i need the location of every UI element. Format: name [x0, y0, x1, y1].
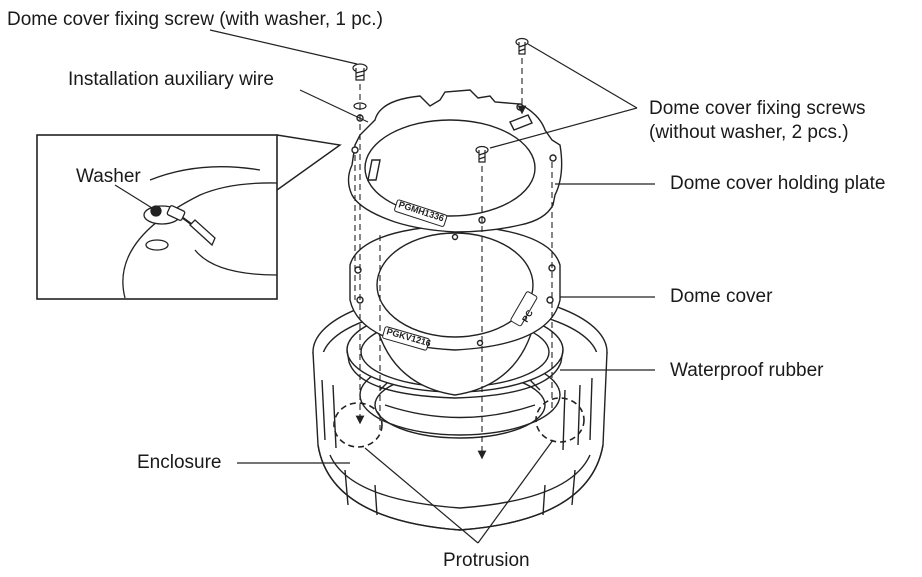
screw-without-washer-center — [475, 145, 489, 163]
protrusion-markers — [333, 397, 585, 448]
label-protrusion: Protrusion — [443, 550, 530, 571]
dome-cover-drawing — [349, 224, 561, 396]
leader-lines — [114, 29, 655, 544]
label-enclosure: Enclosure — [137, 452, 222, 473]
label-washer: Washer — [76, 166, 141, 187]
label-dome-cover-fixing-screws: Dome cover fixing screws — [649, 98, 866, 119]
screw-with-washer — [352, 63, 368, 110]
washer-detail-inset — [36, 134, 342, 300]
label-installation-auxiliary-wire: Installation auxiliary wire — [68, 69, 274, 90]
label-dome-cover: Dome cover — [670, 286, 773, 307]
assembly-guide-lines — [354, 58, 553, 460]
screw-without-washer-right — [515, 37, 529, 55]
label-waterproof-rubber: Waterproof rubber — [670, 360, 824, 381]
label-dome-cover-fixing-screws-qty: (without washer, 2 pcs.) — [649, 122, 849, 143]
label-dome-cover-holding-plate: Dome cover holding plate — [670, 173, 886, 194]
label-dome-cover-fixing-screw-washer: Dome cover fixing screw (with washer, 1 … — [7, 9, 383, 30]
holding-plate-drawing — [347, 89, 563, 233]
